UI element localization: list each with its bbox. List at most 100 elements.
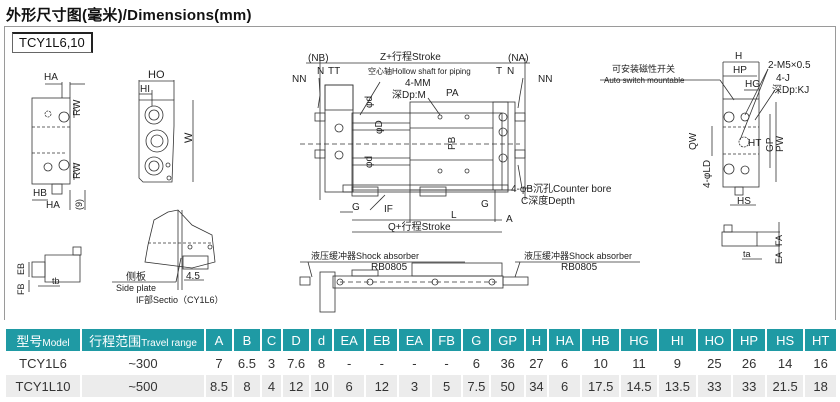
column-header-label: B (242, 332, 252, 348)
table-cell: 11 (620, 352, 658, 374)
side-view: H HP HG 可安装磁性开关 Auto switch mountable 2-… (600, 51, 811, 207)
label-hs: HS (737, 196, 751, 207)
label-hollow-shaft: 空心轴Hollow shaft for piping (368, 66, 471, 76)
table-cell: 14 (766, 352, 804, 374)
table-cell: 6 (333, 375, 365, 397)
table-cell: 8 (311, 352, 332, 374)
column-header-label: HI (670, 332, 684, 348)
drawing-frame (4, 26, 836, 320)
model-tag: TCY1L6,10 (12, 32, 93, 53)
detail-if: 侧板 Side plate 4.5 IF部Sectio（CY1L6） (112, 209, 224, 305)
column-header-label: C (266, 332, 277, 348)
column-header: EB (366, 329, 398, 351)
label-hp: HP (733, 65, 747, 76)
label-h: H (735, 51, 742, 62)
label-counter-bore: 4-φB沉孔Counter bore (511, 182, 612, 195)
label-pb: PB (447, 136, 458, 150)
column-header-label: H (531, 332, 542, 348)
column-header: 行程范围Travel range (82, 329, 204, 351)
column-header: B (233, 329, 260, 351)
column-header-label: G (471, 332, 482, 348)
label-fb: FB (16, 283, 26, 295)
column-header-label: d (317, 332, 326, 348)
left-view: HA RW RW HB HA (9) (31, 72, 86, 211)
label-g-right: G (481, 199, 489, 210)
dimension-drawing: HA RW RW HB HA (9) HO HI W (16, 50, 811, 313)
label-nb: (NB) (308, 53, 329, 64)
label-m5: 2-M5×0.5 (768, 60, 811, 71)
column-header: HB (582, 329, 619, 351)
table-cell: TCY1L10 (6, 375, 80, 397)
label-d-top: φd (364, 96, 375, 108)
table-cell: 5 (431, 375, 462, 397)
table-cell: ~500 (82, 375, 204, 397)
label-g-left: G (352, 202, 360, 213)
label-ha-bottom: HA (46, 200, 60, 211)
table-cell: 3 (399, 375, 430, 397)
column-header-label: 型号 (16, 333, 43, 349)
table-cell: 10 (582, 352, 619, 374)
table-cell: 12 (283, 375, 310, 397)
end-view-body (138, 99, 175, 183)
table-cell: - (333, 352, 365, 374)
right-end-block (492, 101, 516, 191)
column-header: 型号Model (6, 329, 80, 351)
table-cell: 16 (805, 352, 836, 374)
table-cell: 25 (697, 352, 732, 374)
label-auto-switch-cn: 可安装磁性开关 (612, 63, 675, 74)
table-cell: 8.5 (206, 375, 232, 397)
column-header: HI (659, 329, 696, 351)
label-qw: QW (688, 132, 699, 150)
column-header-label: HO (704, 332, 725, 348)
column-header: C (261, 329, 282, 351)
label-n-left: N (317, 66, 324, 77)
label-c-depth: C深度Depth (521, 194, 575, 207)
label-side-plate-en: Side plate (116, 283, 156, 293)
label-hi: HI (140, 84, 150, 95)
column-header-label: HA (555, 332, 574, 348)
table-cell: - (366, 352, 398, 374)
label-if-caption: IF部Sectio（CY1L6） (136, 294, 224, 305)
label-4-ld: 4-φLD (702, 160, 713, 188)
column-header-label: HT (811, 332, 830, 348)
detail-ea: FA EA ta (721, 222, 784, 264)
column-header: HT (805, 329, 836, 351)
label-hg: HG (745, 79, 760, 90)
label-fa: FA (774, 235, 784, 246)
column-header: d (311, 329, 332, 351)
end-view: HO HI W (138, 69, 195, 183)
label-auto-switch-en: Auto switch mountable (604, 76, 685, 85)
column-header: GP (491, 329, 525, 351)
column-header: EA (399, 329, 430, 351)
label-q-stroke: Q+行程Stroke (388, 220, 451, 233)
page-title: 外形尺寸图(毫米)/Dimensions(mm) (6, 7, 252, 24)
slider-table (409, 101, 509, 191)
table-cell: 12 (366, 375, 398, 397)
column-header-label-en: Model (42, 337, 70, 349)
column-header: HA (548, 329, 581, 351)
column-header-label: A (214, 332, 224, 348)
table-cell: 50 (491, 375, 525, 397)
table-cell: TCY1L6 (6, 352, 80, 374)
label-rw-bottom: RW (72, 162, 83, 179)
table-cell: 7.5 (463, 375, 490, 397)
column-header: FB (431, 329, 462, 351)
column-header: EA (333, 329, 365, 351)
column-header-label: 行程范围 (89, 333, 142, 349)
label-z-stroke: Z+行程Stroke (380, 50, 441, 63)
label-if: IF (384, 204, 393, 215)
table-cell: 4 (261, 375, 282, 397)
label-rb0805-left: RB0805 (371, 262, 408, 273)
table-cell: 6 (548, 375, 581, 397)
column-header-label: HP (740, 332, 759, 348)
label-t: T (496, 66, 502, 77)
table-cell: 21.5 (766, 375, 804, 397)
column-header-label: HB (591, 332, 610, 348)
label-gp: GP (765, 137, 776, 152)
label-pw: PW (775, 135, 786, 152)
label-nn-right: NN (538, 74, 552, 85)
table-cell: 36 (491, 352, 525, 374)
table-cell: 3 (261, 352, 282, 374)
column-header: HP (733, 329, 765, 351)
